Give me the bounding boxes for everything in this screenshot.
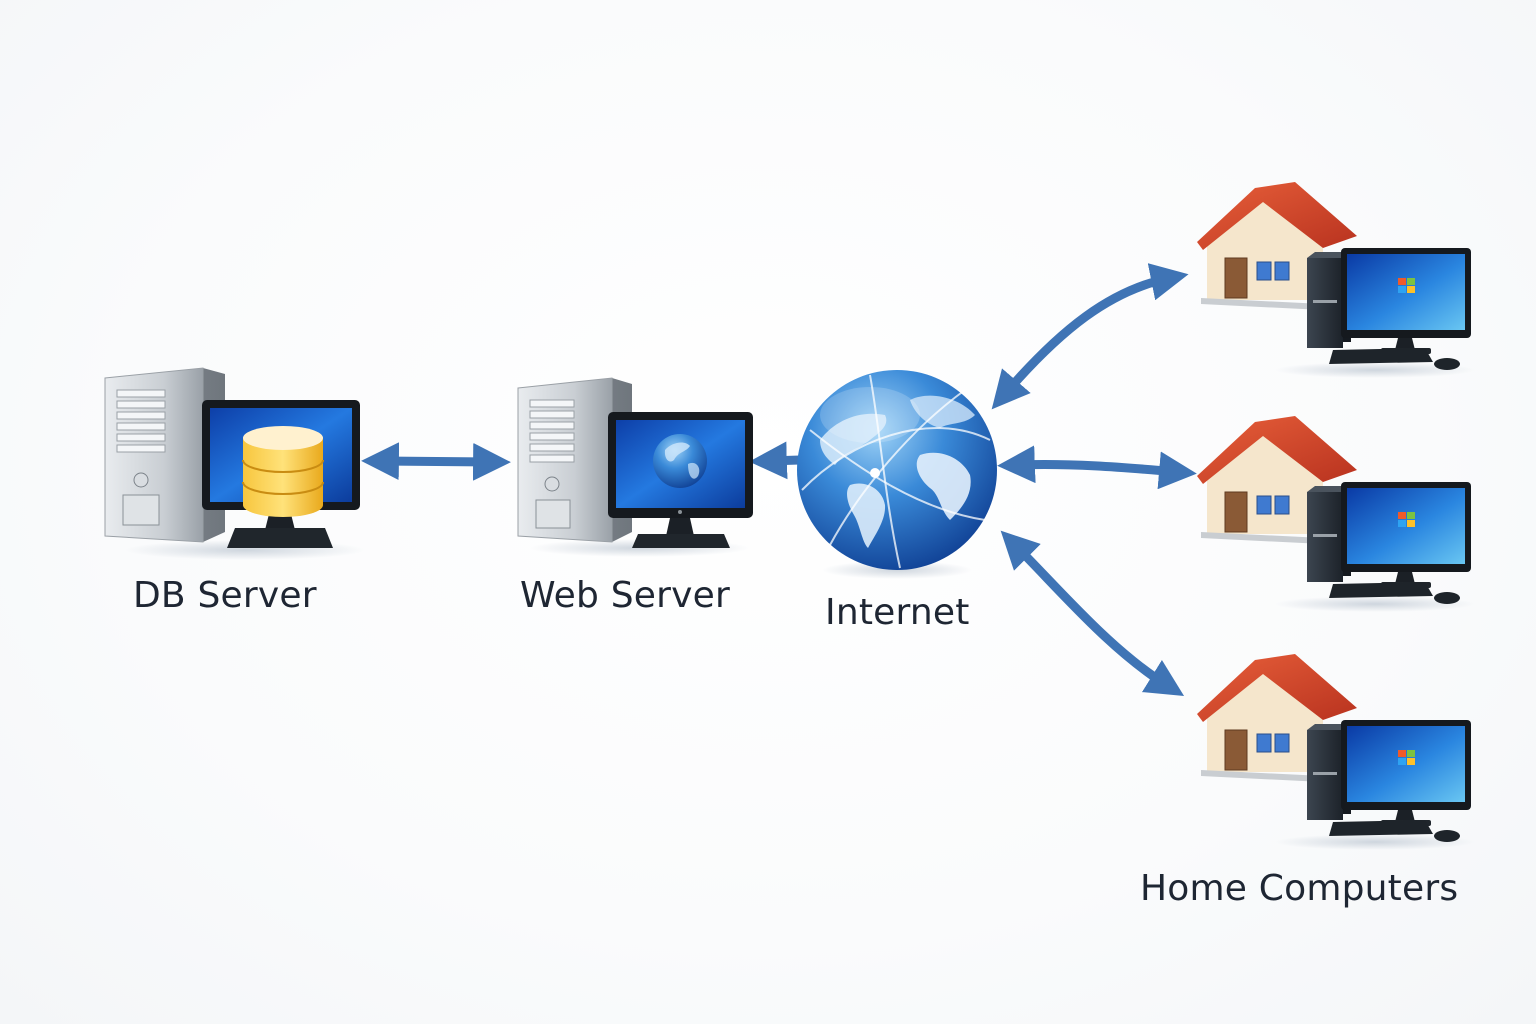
globe-small-icon xyxy=(653,434,707,488)
database-icon xyxy=(242,426,324,517)
web-server-icon xyxy=(517,377,753,557)
arrow-internet-home-2 xyxy=(997,445,1197,490)
db-server-node[interactable] xyxy=(95,360,365,560)
home-computer-2[interactable] xyxy=(1195,414,1475,614)
arrow-internet-home-1 xyxy=(991,263,1189,410)
house-with-pc-icon xyxy=(1197,182,1475,378)
db-server-label: DB Server xyxy=(133,575,317,616)
web-server-node[interactable] xyxy=(510,372,760,557)
arrow-internet-web xyxy=(749,441,801,480)
house-with-pc-icon xyxy=(1197,654,1475,850)
web-server-label: Web Server xyxy=(520,575,730,616)
db-server-icon xyxy=(104,367,365,560)
windows-logo-icon xyxy=(1398,278,1415,293)
arrow-db-web xyxy=(361,442,511,481)
home-computers-label: Home Computers xyxy=(1140,868,1459,909)
globe-icon xyxy=(797,370,997,579)
internet-label: Internet xyxy=(825,592,970,633)
home-computer-1[interactable] xyxy=(1195,180,1475,380)
windows-logo-icon xyxy=(1398,512,1415,527)
house-with-pc-icon xyxy=(1197,416,1475,612)
windows-logo-icon xyxy=(1398,750,1415,765)
internet-node[interactable] xyxy=(790,370,1005,585)
home-computer-3[interactable] xyxy=(1195,652,1475,852)
arrow-internet-home-3 xyxy=(1000,530,1185,696)
